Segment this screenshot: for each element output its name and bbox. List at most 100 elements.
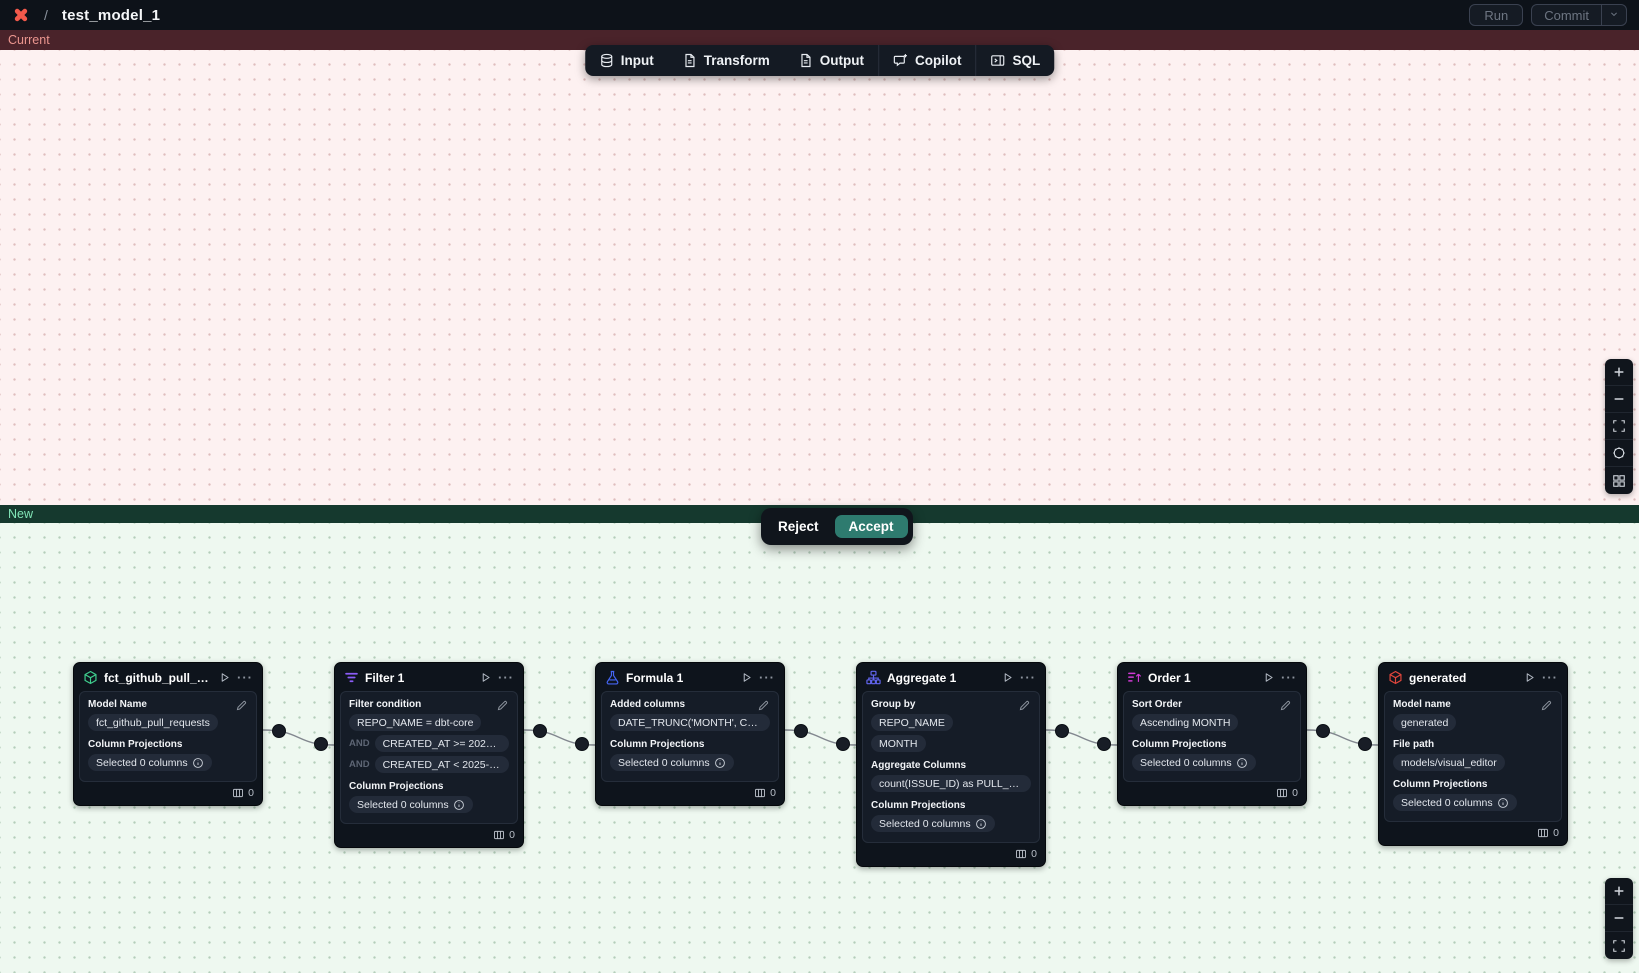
and-prefix: AND (349, 759, 370, 770)
edit-pencil-icon[interactable] (1279, 699, 1292, 717)
run-node-icon[interactable] (1262, 671, 1275, 684)
edge-source-handle[interactable] (794, 724, 808, 738)
run-node-icon[interactable] (1001, 671, 1014, 684)
edge-target-handle[interactable] (1097, 737, 1111, 751)
section-row: DATE_TRUNC('MONTH', CREATED_AT… (610, 714, 770, 731)
document-icon (798, 53, 813, 68)
section-label: Column Projections (349, 781, 444, 792)
edit-pencil-icon[interactable] (1018, 699, 1031, 717)
fit-view-button[interactable] (1605, 932, 1633, 959)
diff-action-toolbar: Reject Accept (761, 508, 913, 545)
edge-source-handle[interactable] (1316, 724, 1330, 738)
sitemap-icon (866, 670, 881, 685)
run-node-icon[interactable] (218, 671, 231, 684)
info-icon[interactable] (1236, 757, 1248, 769)
sql-panel-icon (991, 53, 1006, 68)
node-menu-icon[interactable]: ··· (237, 669, 253, 685)
section-label: Column Projections (88, 739, 183, 750)
row-count: 0 (770, 787, 776, 799)
zoom-out-button[interactable] (1605, 386, 1633, 413)
toolbar-divider (878, 45, 879, 76)
toolbar-item-transform[interactable]: Transform (668, 45, 784, 76)
toolbar-item-sql[interactable]: SQL (977, 45, 1055, 76)
toolbar-item-output[interactable]: Output (784, 45, 878, 76)
info-icon[interactable] (714, 757, 726, 769)
node-title: Formula 1 (626, 670, 684, 685)
new-canvas[interactable]: fct_github_pull_requests···Model Namefct… (0, 523, 1639, 973)
section-label: Column Projections (610, 739, 705, 750)
edit-pencil-icon[interactable] (496, 699, 509, 717)
reject-button[interactable]: Reject (766, 515, 831, 538)
value-pill: CREATED_AT >= 2024-12-01 (374, 735, 509, 752)
info-icon[interactable] (453, 799, 465, 811)
run-button[interactable]: Run (1469, 4, 1524, 26)
section-row: REPO_NAME = dbt-core (349, 714, 509, 731)
node-footer: 0 (596, 782, 784, 805)
run-node-icon[interactable] (740, 671, 753, 684)
section-row: Selected 0 columns (1393, 794, 1553, 811)
toolbar-divider (975, 45, 977, 76)
node-menu-icon[interactable]: ··· (1542, 669, 1558, 685)
node-menu-icon[interactable]: ··· (498, 669, 514, 685)
edit-pencil-icon[interactable] (757, 699, 770, 717)
current-canvas[interactable] (0, 50, 1639, 505)
info-icon[interactable] (192, 757, 204, 769)
edge-target-handle[interactable] (836, 737, 850, 751)
toolbar-item-input[interactable]: Input (585, 45, 668, 76)
node-menu-icon[interactable]: ··· (1020, 669, 1036, 685)
center-button[interactable] (1605, 440, 1633, 467)
info-icon[interactable] (975, 818, 987, 830)
edit-pencil-icon[interactable] (235, 699, 248, 717)
toolbar-item-label: SQL (1012, 53, 1041, 68)
value-pill: Selected 0 columns (871, 815, 995, 832)
run-node-icon[interactable] (1523, 671, 1536, 684)
fit-view-button[interactable] (1605, 413, 1633, 440)
edge-target-handle[interactable] (314, 737, 328, 751)
node-menu-icon[interactable]: ··· (759, 669, 775, 685)
cube-icon (1388, 670, 1403, 685)
edge-target-handle[interactable] (1358, 737, 1372, 751)
run-node-icon[interactable] (479, 671, 492, 684)
commit-dropdown-button[interactable] (1601, 5, 1626, 25)
edge-source-handle[interactable] (1055, 724, 1069, 738)
breadcrumb-separator: / (44, 7, 48, 23)
zoom-in-button[interactable] (1605, 359, 1633, 386)
value-pill: Selected 0 columns (88, 754, 212, 771)
zoom-out-button[interactable] (1605, 905, 1633, 932)
edge-target-handle[interactable] (575, 737, 589, 751)
node-menu-icon[interactable]: ··· (1281, 669, 1297, 685)
info-icon[interactable] (1497, 797, 1509, 809)
edit-pencil-icon[interactable] (1540, 699, 1553, 717)
node-fct-github-pull-requests[interactable]: fct_github_pull_requests···Model Namefct… (73, 662, 263, 806)
header-actions: Run Commit (1469, 4, 1627, 26)
database-icon (599, 53, 614, 68)
edge-source-handle[interactable] (272, 724, 286, 738)
commit-split-button[interactable]: Commit (1531, 4, 1627, 26)
tiles-button[interactable] (1605, 467, 1633, 494)
edge-source-handle[interactable] (533, 724, 547, 738)
commit-button[interactable]: Commit (1544, 8, 1589, 23)
dbt-logo-icon[interactable] (12, 6, 30, 24)
value-pill: fct_github_pull_requests (88, 714, 218, 731)
accept-button[interactable]: Accept (834, 515, 908, 538)
sort-ascending-icon (1127, 670, 1142, 685)
zoom-in-button[interactable] (1605, 878, 1633, 905)
value-pill: Selected 0 columns (610, 754, 734, 771)
toolbar-item-label: Input (620, 53, 654, 68)
toolbar-item-copilot[interactable]: Copilot (879, 45, 976, 76)
copilot-icon (893, 53, 908, 68)
